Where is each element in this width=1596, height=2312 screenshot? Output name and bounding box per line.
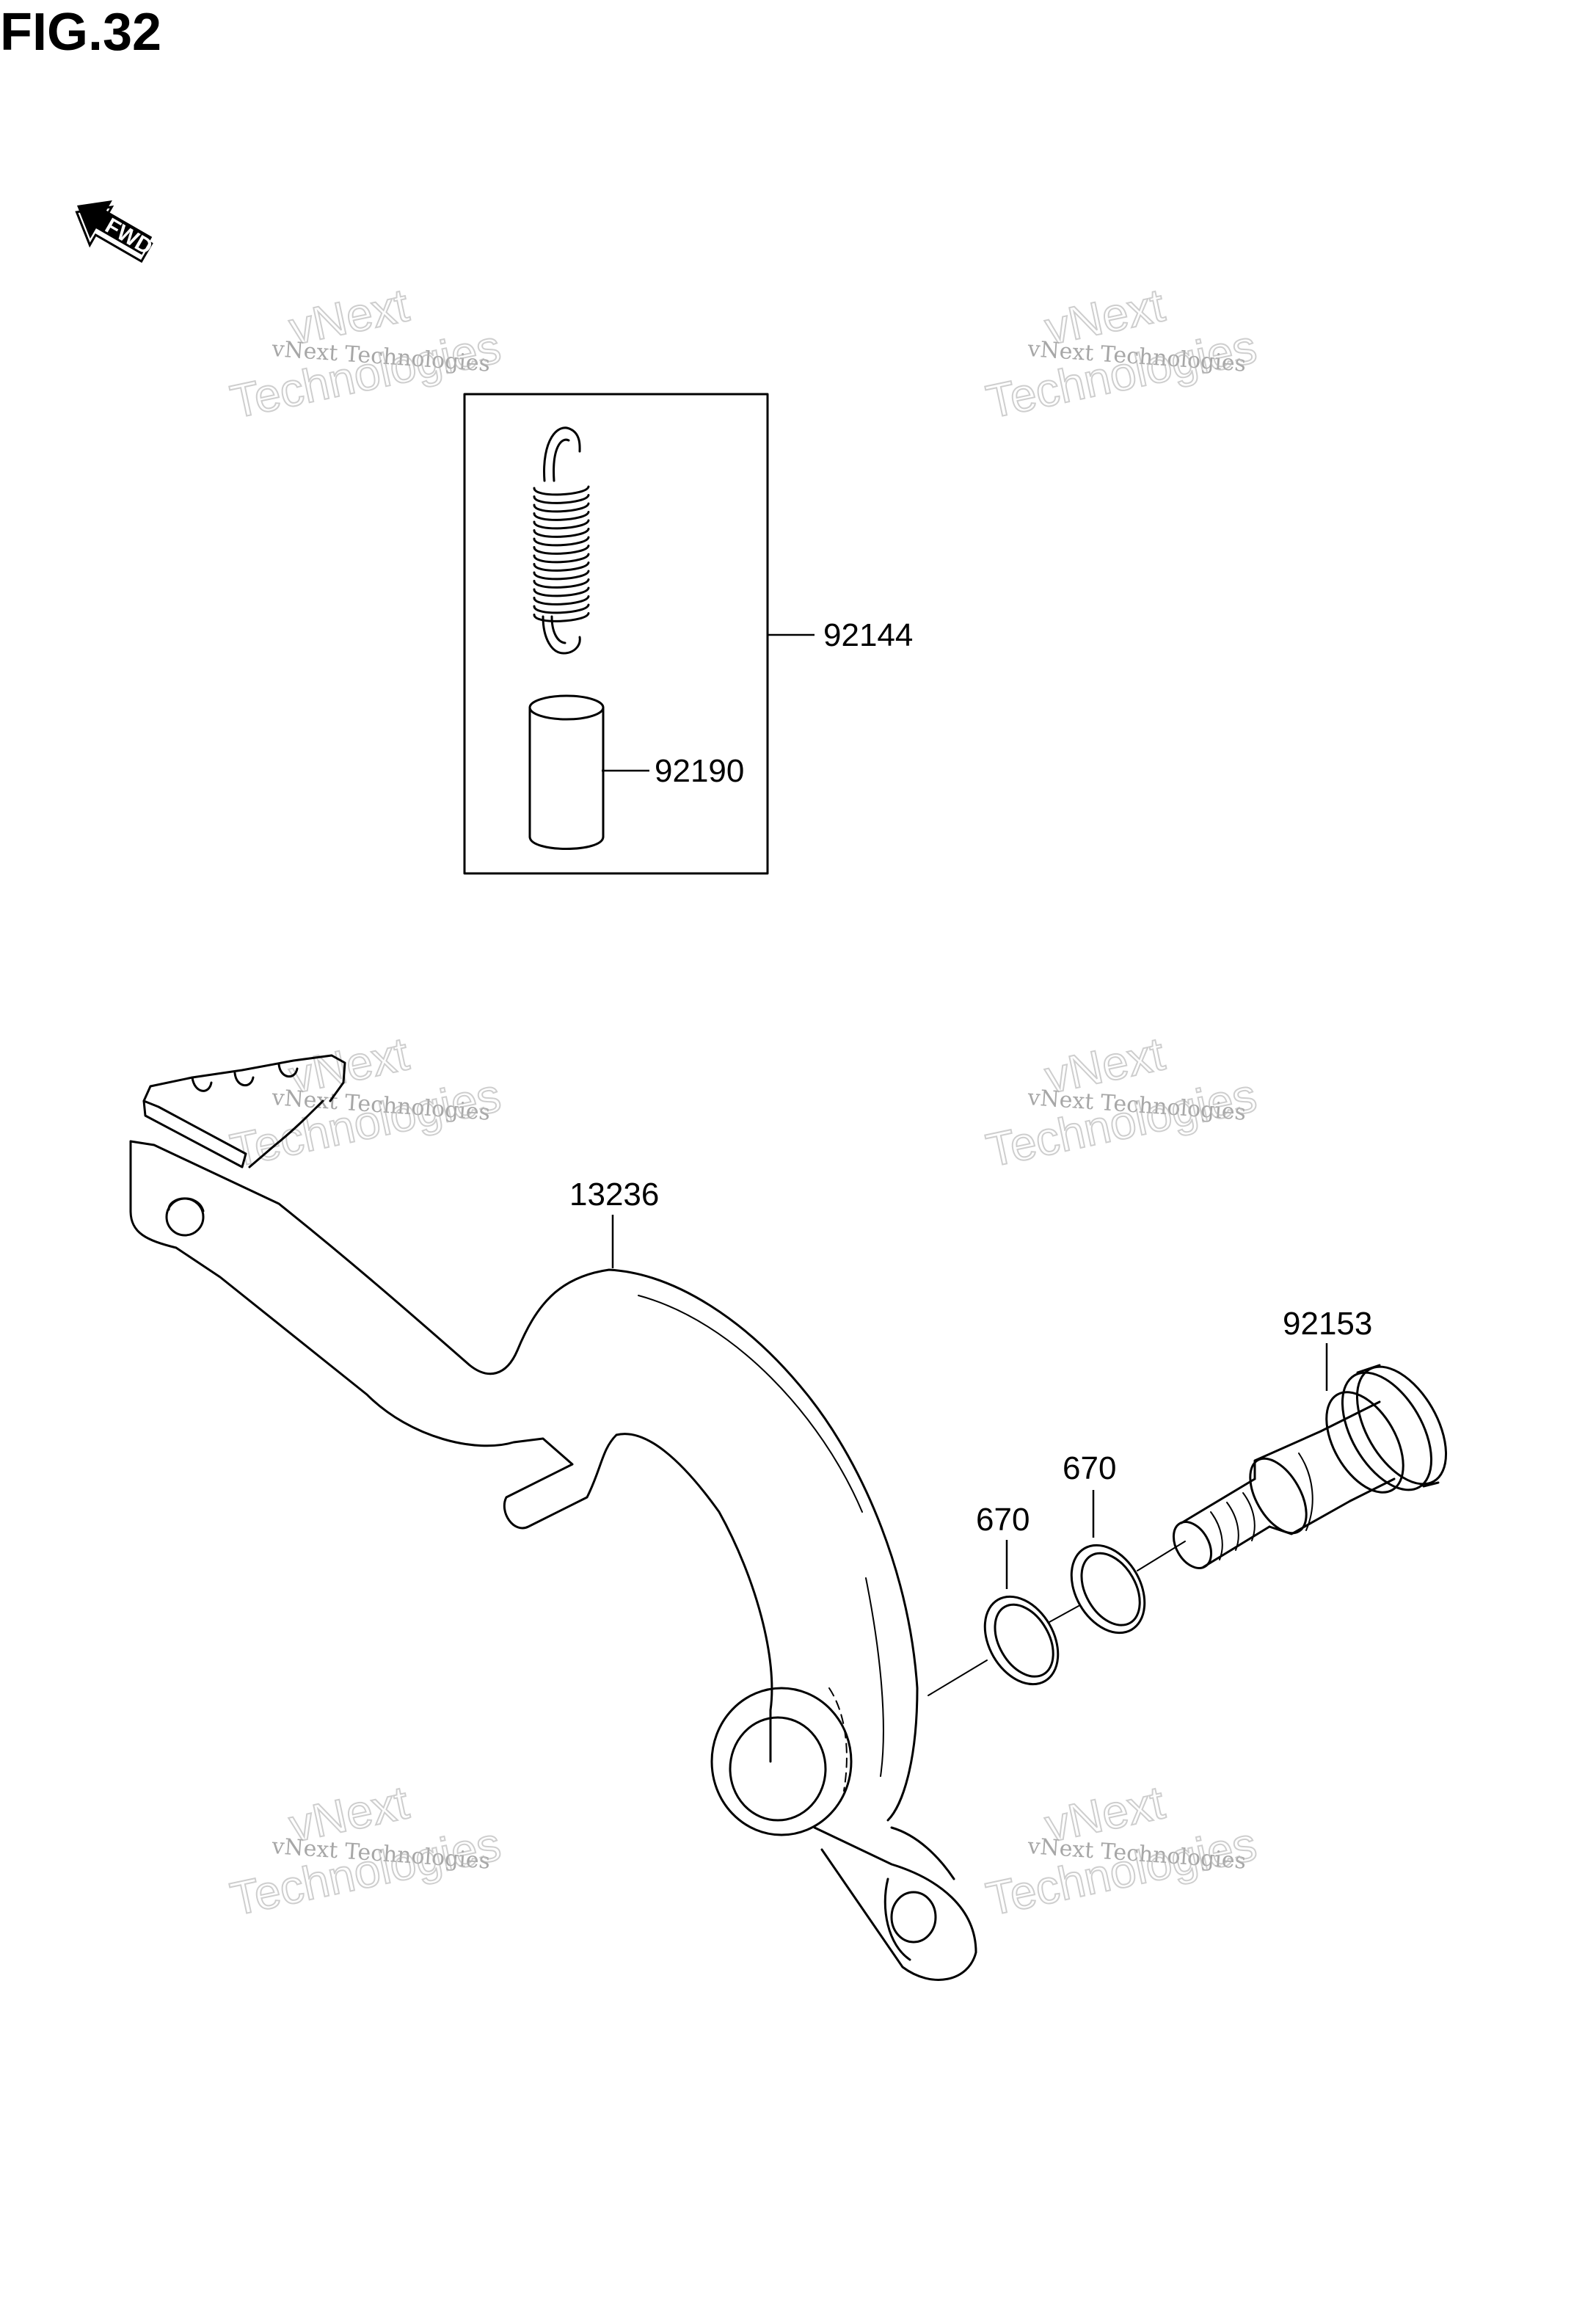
spring-coil [533, 502, 590, 513]
pivot-bolt-part[interactable] [1166, 1352, 1465, 1575]
brake-pedal-part[interactable] [129, 1054, 977, 1981]
spring-coil [533, 603, 590, 614]
watermark-mid-left: vNext Technologies Technologies vNext [225, 1026, 506, 1177]
spring-coil [533, 553, 590, 564]
shaft-axis-line-1 [928, 1660, 988, 1696]
part-label-92144[interactable]: 92144 [823, 617, 913, 653]
spring-coil [533, 595, 590, 606]
spring-coil [533, 528, 590, 538]
spring-coil [533, 570, 590, 581]
spring-coil [533, 586, 590, 597]
watermark-bottom-right: vNext Technologies Technologies vNext [981, 1775, 1261, 1926]
part-label-13236[interactable]: 13236 [569, 1177, 659, 1213]
part-label-92153[interactable]: 92153 [1283, 1306, 1372, 1342]
o-ring-right-part[interactable] [1057, 1533, 1159, 1646]
spring-kit-box [463, 393, 769, 875]
o-ring-left-part[interactable] [970, 1584, 1073, 1698]
collar-part[interactable] [528, 694, 605, 850]
forward-arrow-icon: FWD [75, 200, 156, 263]
spring-coil [533, 511, 590, 521]
spring-coil [533, 494, 590, 504]
spring-coil [533, 561, 590, 572]
watermark-top-left: vNext Technologies Technologies vNext [225, 277, 506, 429]
part-label-92190[interactable]: 92190 [655, 753, 744, 789]
watermark-mid-right: vNext Technologies Technologies vNext [981, 1026, 1261, 1177]
spring-coil [533, 536, 590, 547]
spring-coil [533, 545, 590, 555]
part-label-670-right[interactable]: 670 [1063, 1450, 1116, 1486]
spring-coil [533, 612, 590, 622]
spring-coil [533, 578, 590, 589]
part-label-670-left[interactable]: 670 [976, 1502, 1030, 1538]
spring-coil [533, 485, 590, 496]
spring-coil [533, 519, 590, 530]
watermark-bottom-left: vNext Technologies Technologies vNext [225, 1775, 506, 1926]
watermark-top-right: vNext Technologies Technologies vNext [981, 277, 1261, 429]
figure-title: FIG.32 [0, 3, 161, 62]
shaft-axis-line-3 [1137, 1541, 1186, 1571]
shaft-axis-line-2 [1049, 1605, 1079, 1623]
spring-part[interactable] [533, 426, 590, 655]
